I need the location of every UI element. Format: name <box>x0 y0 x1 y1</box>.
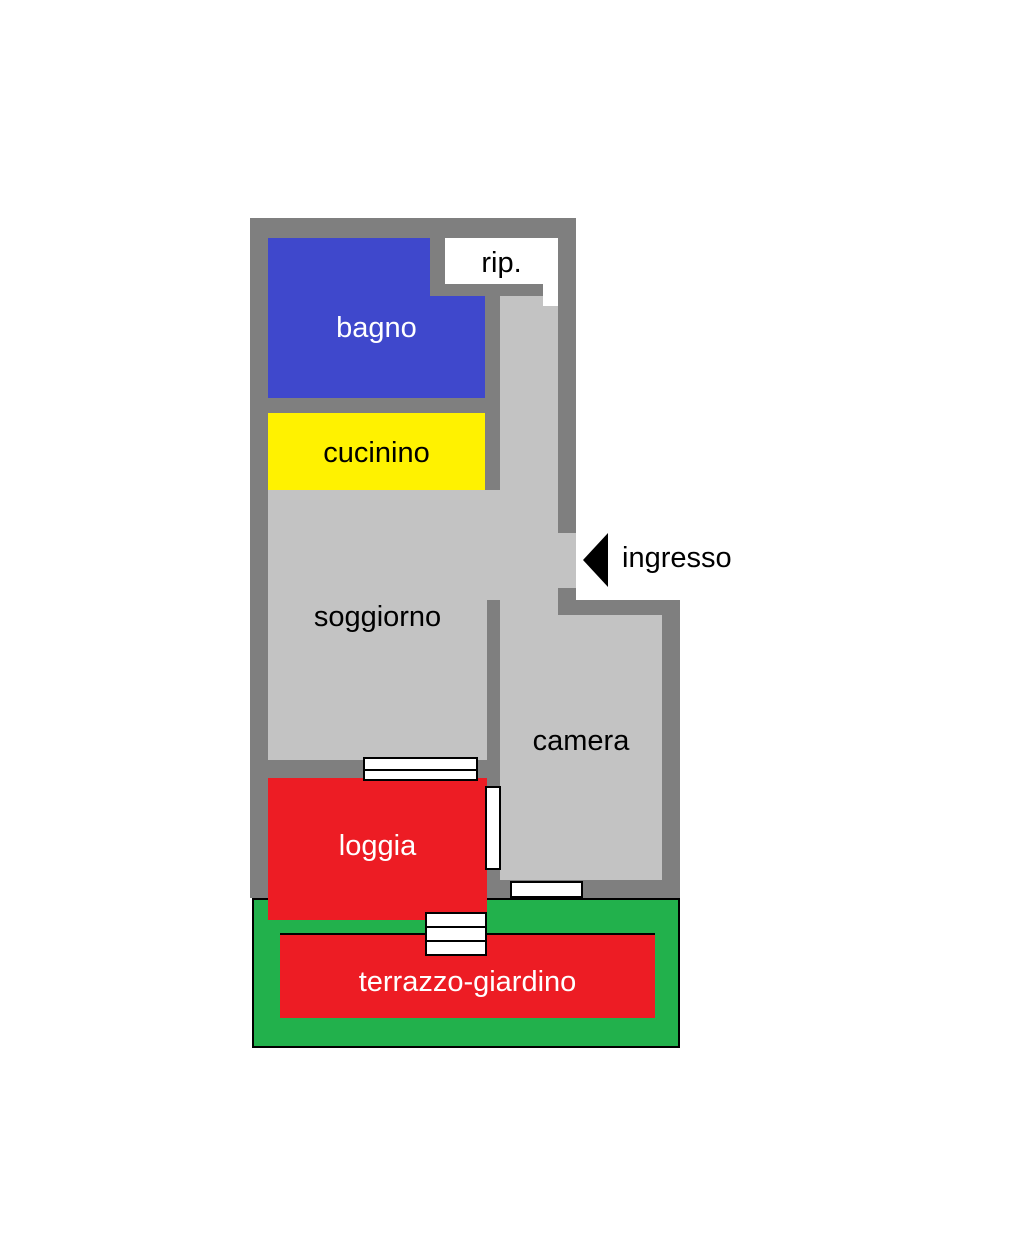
wall-rip-left <box>430 238 445 296</box>
ingresso-label: ingresso <box>622 542 732 574</box>
wall-bagno-cucinino <box>268 398 500 413</box>
soggiorno-label: soggiorno <box>313 601 442 633</box>
bagno-label: bagno <box>336 312 417 344</box>
bagno-room <box>268 238 430 398</box>
stair-step <box>427 926 485 928</box>
window-soggiorno <box>363 757 478 781</box>
entrance-door-opening <box>558 533 576 588</box>
wall-top <box>250 218 576 238</box>
terrazzo-label: terrazzo-giardino <box>358 966 577 998</box>
camera-floor <box>500 615 662 880</box>
stairs <box>425 912 487 956</box>
cucinino-label: cucinino <box>323 437 430 469</box>
wall-left <box>250 218 268 898</box>
entrance-arrow-icon <box>583 533 608 587</box>
wall-camera-top <box>558 600 680 615</box>
wall-camera-right <box>662 600 680 898</box>
duct-notch <box>543 284 558 306</box>
bagno-room-extension <box>430 296 485 398</box>
rip-room <box>445 238 558 284</box>
window-loggia-vertical <box>485 786 501 870</box>
camera-door-opening <box>500 600 558 615</box>
loggia-room <box>268 778 487 920</box>
camera-label: camera <box>532 725 630 757</box>
cucinino-room <box>268 413 485 490</box>
wall-cucinino-right <box>485 413 500 490</box>
loggia-label: loggia <box>338 830 417 862</box>
soggiorno-floor-upper <box>268 490 558 600</box>
soggiorno-floor-lower <box>268 600 487 760</box>
stair-step <box>427 940 485 942</box>
wall-bagno-right <box>485 296 500 398</box>
window-mullion <box>365 769 476 771</box>
wall-rip-bottom <box>430 284 558 296</box>
rip-label: rip. <box>481 247 522 279</box>
window-camera <box>510 881 583 898</box>
wall-right-upper <box>558 218 576 533</box>
